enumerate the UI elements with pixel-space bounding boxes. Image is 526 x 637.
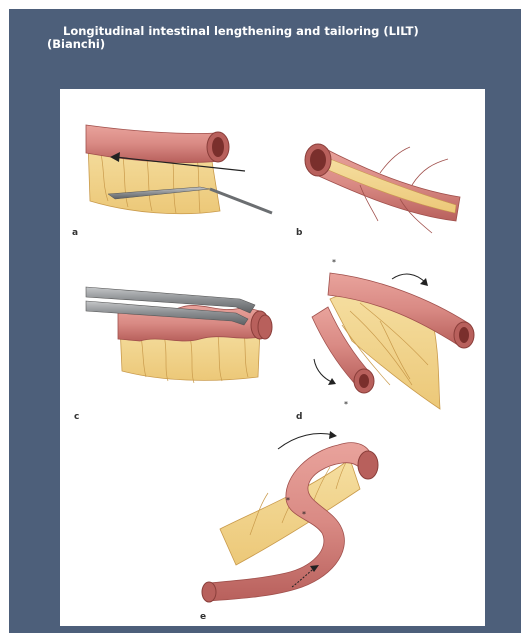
panel-e-drawing bbox=[202, 431, 378, 602]
panel-e-bowel-start bbox=[202, 582, 216, 602]
star-mark-e-2: * bbox=[302, 510, 306, 519]
panel-label-e: e bbox=[200, 612, 206, 622]
panel-e-arrowhead-top bbox=[329, 431, 337, 439]
panel-d-drawing bbox=[312, 273, 474, 409]
panel-c-drawing bbox=[86, 287, 272, 383]
panel-label-c: c bbox=[74, 412, 79, 422]
illustration-panel: a b c d e * * * * bbox=[60, 89, 485, 626]
panel-label-a: a bbox=[72, 228, 78, 238]
panel-d-arrowhead-bottom bbox=[328, 378, 336, 385]
panel-e-arrow-top bbox=[278, 434, 334, 449]
slide-background: Longitudinal intestinal lengthening and … bbox=[9, 9, 521, 633]
panel-a-drawing bbox=[86, 125, 272, 214]
panel-d-lower-lumen bbox=[359, 374, 369, 388]
panel-d-upper-lumen bbox=[459, 327, 469, 343]
surgical-illustration: a b c d e * * * * bbox=[60, 89, 485, 626]
star-mark-d-top: * bbox=[332, 258, 336, 267]
panel-a-lumen bbox=[212, 137, 224, 157]
panel-c-second-opening bbox=[258, 315, 272, 339]
panel-e-bowel-end bbox=[358, 451, 378, 479]
panel-b-drawing bbox=[305, 144, 460, 233]
slide-title-line-1: Longitudinal intestinal lengthening and … bbox=[47, 25, 487, 38]
slide-title-line-2: (Bianchi) bbox=[47, 38, 487, 51]
slide-title: Longitudinal intestinal lengthening and … bbox=[47, 25, 487, 51]
star-mark-e-1: * bbox=[286, 496, 290, 505]
panel-b-lumen bbox=[310, 149, 326, 171]
panel-d-rotation-arrow-top bbox=[392, 274, 426, 283]
panel-label-b: b bbox=[296, 228, 303, 238]
star-mark-d-bottom: * bbox=[344, 400, 348, 409]
panel-label-d: d bbox=[296, 412, 302, 422]
panel-d-rotation-arrow-bottom bbox=[314, 359, 334, 383]
